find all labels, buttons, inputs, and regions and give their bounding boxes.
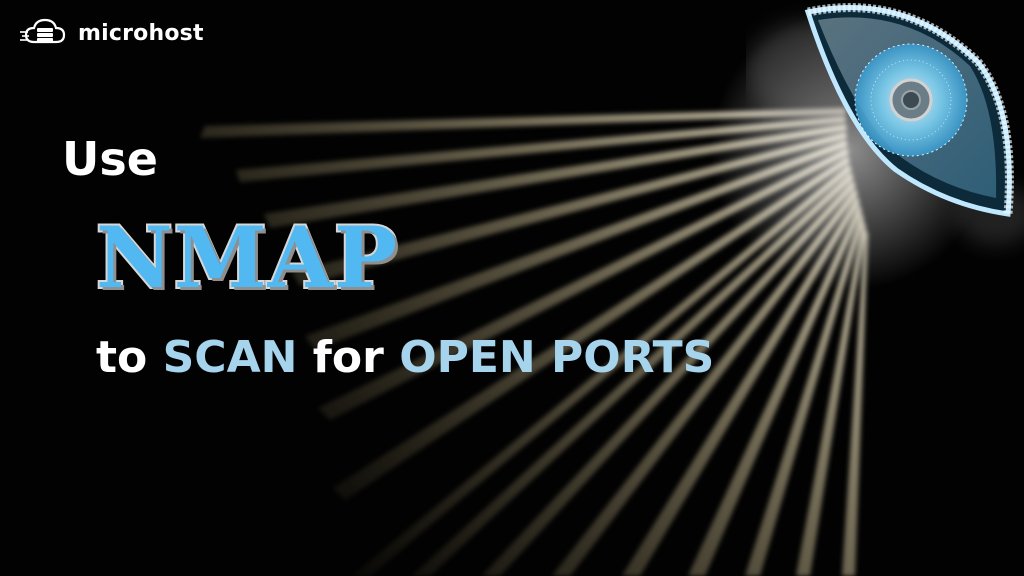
word-scan: SCAN [162, 332, 298, 383]
headline-nmap: NMAP [94, 206, 399, 309]
brand-logo[interactable]: microhost [20, 14, 204, 52]
cloud-server-icon [20, 18, 66, 44]
nmap-eye-icon [746, 3, 1024, 245]
word-open-ports: OPEN PORTS [399, 332, 715, 383]
headline-use: Use [62, 132, 158, 186]
word-for: for [312, 332, 384, 383]
brand-name: microhost [78, 20, 204, 46]
headline-subtitle: to SCAN for OPEN PORTS [96, 332, 714, 383]
word-to: to [96, 332, 148, 383]
